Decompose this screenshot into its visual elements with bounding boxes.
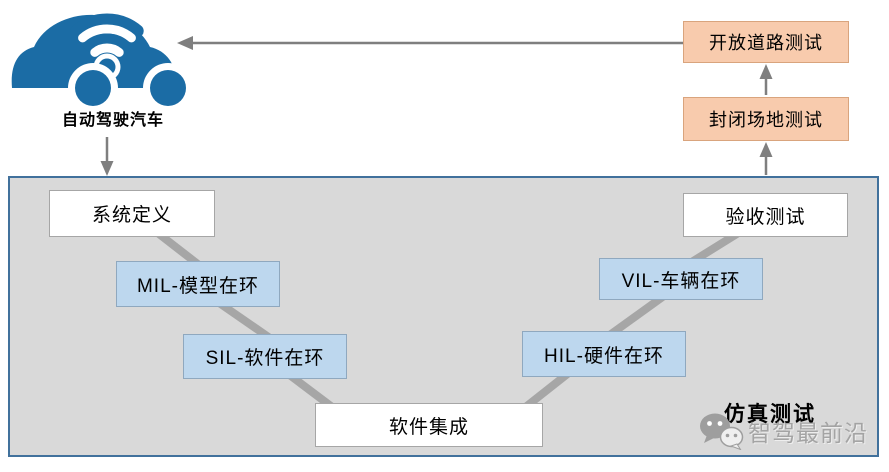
closed-area-test-box: 封闭场地测试 [683, 97, 849, 141]
chat-bubbles-icon [700, 413, 744, 450]
hil-box: HIL-硬件在环 [522, 331, 686, 377]
acceptance-test-box: 验收测试 [683, 193, 848, 237]
autonomous-car-icon [10, 5, 195, 113]
car-label: 自动驾驶汽车 [61, 112, 164, 129]
system-definition-box: 系统定义 [49, 190, 215, 237]
sil-box: SIL-软件在环 [183, 334, 347, 379]
watermark-text: 智驾最前沿 [748, 420, 868, 446]
vil-box: VIL-车辆在环 [599, 258, 763, 300]
mil-box: MIL-模型在环 [116, 261, 280, 307]
car-icon [11, 13, 193, 113]
software-integration-box: 软件集成 [315, 403, 543, 447]
open-road-test-box: 开放道路测试 [683, 21, 849, 63]
simulation-title: 仿真测试 [724, 403, 816, 426]
watermark: 智驾最前沿 [698, 412, 868, 450]
